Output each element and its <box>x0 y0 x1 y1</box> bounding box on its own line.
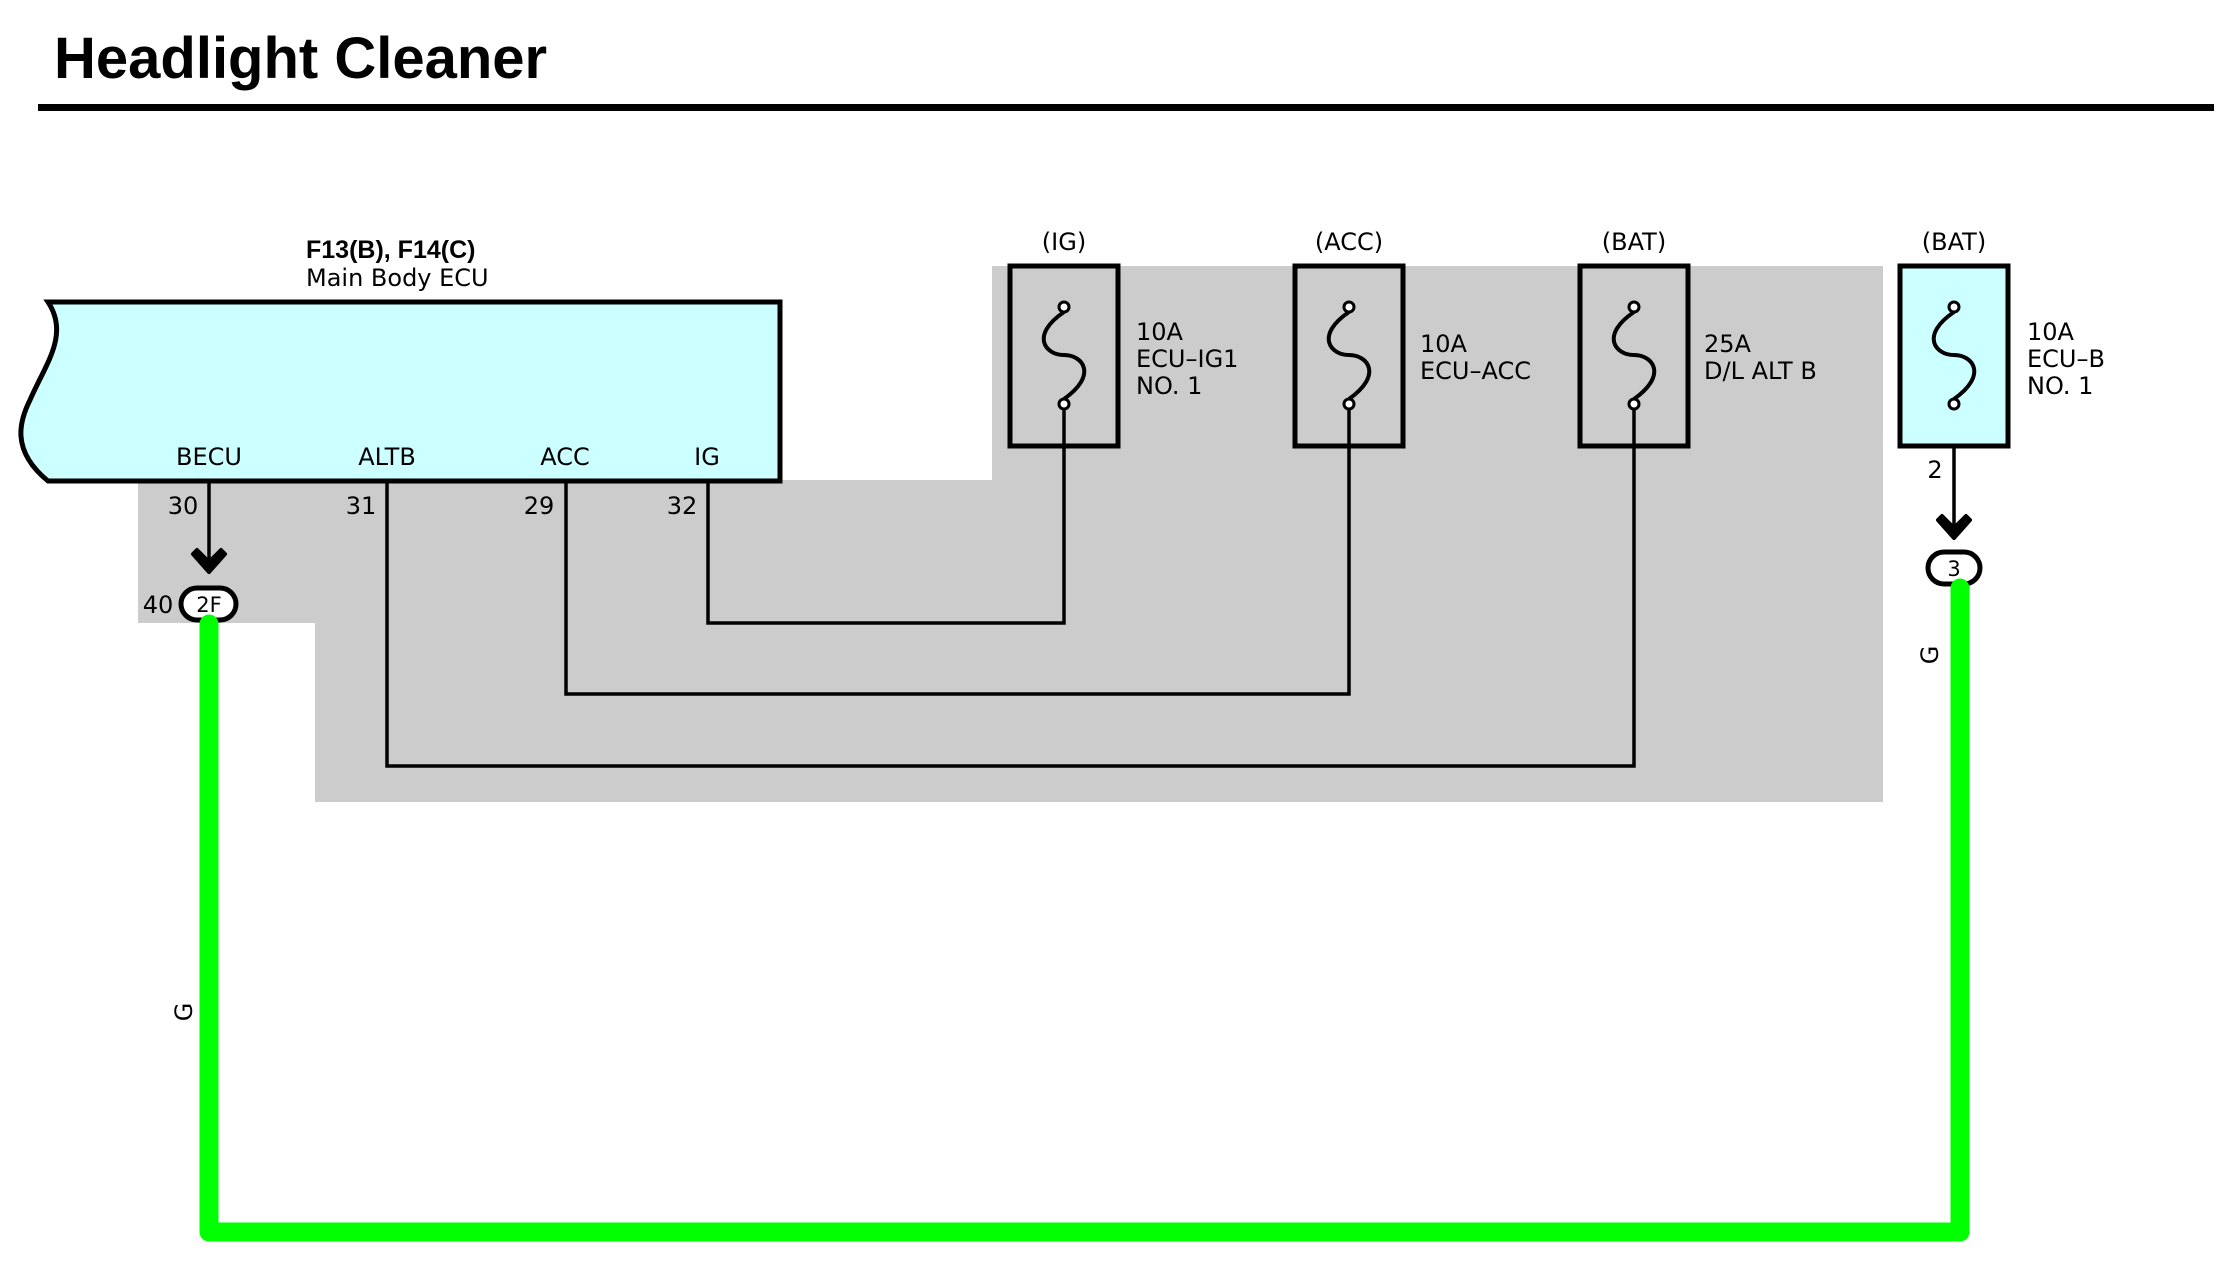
terminal-label-altb: ALTB <box>358 443 416 471</box>
junction-2f-label: 2F <box>196 593 221 617</box>
title-underline <box>38 104 2214 111</box>
fuse-3-rating: 25A <box>1704 330 1752 358</box>
fuse-3-box <box>1577 263 1691 449</box>
wire-altb <box>385 404 1636 768</box>
pin-31: 31 <box>346 492 377 520</box>
arrow-down-right <box>1936 514 1972 540</box>
fuse-2-icon <box>1326 300 1372 411</box>
ecu-name: Main Body ECU <box>306 264 489 292</box>
pin-29: 29 <box>524 492 555 520</box>
fuse-4-rating: 10A <box>2027 318 2075 346</box>
pin-40: 40 <box>143 591 174 619</box>
pin-32: 32 <box>667 492 698 520</box>
fuse-1-name-2: NO. 1 <box>1136 372 1202 400</box>
fuse-2-box <box>1292 263 1406 449</box>
fuse-4-source: (BAT) <box>1922 228 1986 256</box>
terminal-label-becu: BECU <box>176 443 242 471</box>
fuse-4-name: ECU–B <box>2027 345 2105 373</box>
main-body-ecu <box>18 299 783 484</box>
wire-green <box>199 578 1970 1242</box>
wire-ig <box>706 404 1066 625</box>
terminal-label-ig: IG <box>694 443 720 471</box>
fuse-3-icon <box>1611 300 1657 411</box>
fuse-1-icon <box>1041 300 1087 411</box>
fuse-4-icon <box>1931 300 1977 411</box>
fuse-1-rating: 10A <box>1136 318 1184 346</box>
fuse-3-source: (BAT) <box>1602 228 1666 256</box>
fuse-3-name: D/L ALT B <box>1704 357 1817 385</box>
fuse-1-box <box>1007 263 1121 449</box>
fuse-2-source: (ACC) <box>1315 228 1383 256</box>
arrow-down-left <box>191 548 227 574</box>
fuse-2-rating: 10A <box>1420 330 1468 358</box>
pin-30: 30 <box>168 492 199 520</box>
page-title: Headlight Cleaner <box>54 26 548 91</box>
fuse-1-source: (IG) <box>1042 228 1086 256</box>
fuse-4-box <box>1897 263 2011 449</box>
wire-color-label-right: G <box>1916 646 1944 665</box>
terminal-label-acc: ACC <box>540 443 590 471</box>
ecu-connectors: F13(B), F14(C) <box>306 236 475 264</box>
fuse-4-pin: 2 <box>1927 456 1942 484</box>
wire-color-label-left: G <box>170 1003 198 1022</box>
fuse-2-name: ECU–ACC <box>1420 357 1531 385</box>
wire-acc <box>564 404 1351 696</box>
shaded-area <box>138 266 1883 802</box>
fuse-4-name-2: NO. 1 <box>2027 372 2093 400</box>
junction-3-label: 3 <box>1947 557 1960 581</box>
fuse-1-name: ECU–IG1 <box>1136 345 1238 373</box>
